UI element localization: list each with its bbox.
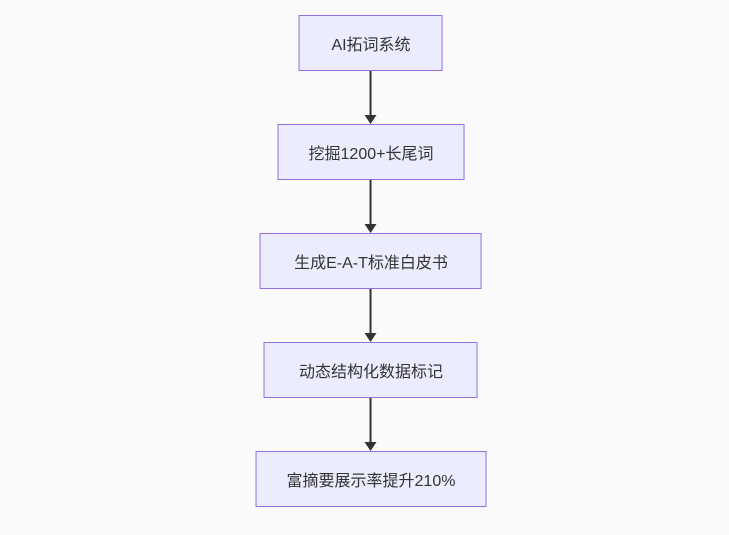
flow-node-eat-whitepaper: 生成E-A-T标准白皮书 [260,233,482,289]
flowchart: AI拓词系统 挖掘1200+长尾词 生成E-A-T标准白皮书 动态结构化数据标记… [255,15,487,507]
arrow-line [370,289,372,333]
flow-node-rich-snippet-result: 富摘要展示率提升210% [255,451,487,507]
flow-node-label: 动态结构化数据标记 [298,364,443,381]
arrowhead-down-icon [365,333,377,342]
flow-node-structured-data: 动态结构化数据标记 [264,342,478,398]
flow-node-label: 富摘要展示率提升210% [286,473,456,490]
flow-node-ai-keyword-system: AI拓词系统 [299,15,443,71]
arrow-line [370,180,372,224]
flow-node-label: 生成E-A-T标准白皮书 [294,255,448,272]
arrowhead-down-icon [365,115,377,124]
flow-node-label: 挖掘1200+长尾词 [308,146,434,163]
flow-arrow [365,180,377,233]
flow-node-longtail-keywords: 挖掘1200+长尾词 [277,124,465,180]
flow-arrow [365,398,377,451]
arrowhead-down-icon [365,224,377,233]
flow-node-label: AI拓词系统 [331,37,411,54]
flow-arrow [365,289,377,342]
flow-arrow [365,71,377,124]
arrow-line [370,71,372,115]
arrowhead-down-icon [365,442,377,451]
arrow-line [370,398,372,442]
